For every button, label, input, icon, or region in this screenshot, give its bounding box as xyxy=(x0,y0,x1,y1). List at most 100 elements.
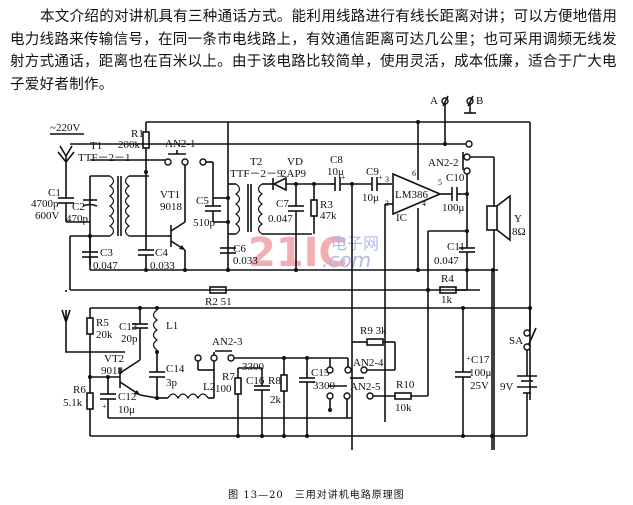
watermark-com: .com xyxy=(322,248,371,272)
switch-an2-4[interactable]: AN2-4 xyxy=(326,357,395,379)
power-switch-sa[interactable]: SA xyxy=(509,306,537,376)
r4-value: 1k xyxy=(441,294,453,306)
c13-value: 20p xyxy=(121,333,138,345)
capacitor-3300-top: 3300 xyxy=(242,361,265,373)
r4-label: R4 xyxy=(441,273,454,285)
ic-label: IC xyxy=(396,212,407,224)
l1-label: L1 xyxy=(166,320,178,332)
c8-label: C8 xyxy=(330,154,343,166)
c13-label: C13 xyxy=(119,321,138,333)
capacitor-c12: + C12 10μ xyxy=(100,377,352,419)
resistor-r2: R2 51 xyxy=(65,286,232,308)
c16-top-value: 3300 xyxy=(242,361,265,373)
vd-value: 2AP9 xyxy=(281,168,307,180)
inductor-l2: L2 xyxy=(157,352,215,400)
t2-label: T2 xyxy=(250,156,262,168)
vt1-label: VT1 xyxy=(160,189,180,201)
svg-text:+: + xyxy=(378,173,383,182)
c17-value: 100μ xyxy=(469,367,492,379)
r6-label: R6 xyxy=(73,384,86,396)
pin-3: 3 xyxy=(385,175,389,184)
r8-value: 2k xyxy=(270,394,282,406)
transistor-vt2: VT2 9018 xyxy=(88,353,158,399)
mains-label: ~220V xyxy=(50,122,80,134)
r3-label: R3 xyxy=(320,199,333,211)
c5-value: 510p xyxy=(193,217,216,229)
sa-label: SA xyxy=(509,335,523,347)
capacitor-c14: C14 3p xyxy=(149,363,185,400)
figure-caption: 图 13—20 三用对讲机电路原理图 xyxy=(228,490,405,501)
capacitor-c11: C11 0.047 xyxy=(427,229,475,290)
watermark: 21IC 电子网 .com xyxy=(248,230,379,276)
t1-value: TTF－2－1 xyxy=(78,152,131,164)
r8-label: R8 xyxy=(268,375,281,387)
capacitor-c6: C6 0.033 xyxy=(220,243,258,267)
resistor-r8: R8 2k xyxy=(268,356,288,436)
capacitor-c16: C16 xyxy=(246,368,270,436)
capacitor-c15: C15 3300 xyxy=(299,356,336,436)
switch-an2-5[interactable]: AN2-5 xyxy=(326,381,381,418)
r1-value: 200k xyxy=(118,139,141,151)
line-terminals: A B xyxy=(430,95,483,146)
vt1-value: 9018 xyxy=(160,201,183,213)
c3-label: C3 xyxy=(100,247,113,259)
c3-value: 0.047 xyxy=(93,260,118,272)
c10-label: C10 xyxy=(446,172,465,184)
r2-label: R2 51 xyxy=(205,296,232,308)
battery-9v: 9V xyxy=(500,375,537,436)
c9-label: C9 xyxy=(366,166,379,178)
capacitor-c4: C4 0.033 xyxy=(138,247,175,272)
ic-part: LM386 xyxy=(395,189,429,201)
c1-label: C1 xyxy=(48,187,61,199)
c16-label: C16 xyxy=(246,375,265,387)
resistor-r1: R1 200k xyxy=(118,121,530,250)
t2-value: TTF－2－9 xyxy=(230,168,283,180)
switch-an2-2[interactable]: AN2-2 xyxy=(428,152,495,206)
c14-label: C14 xyxy=(166,363,185,375)
c10-value: 100μ xyxy=(442,202,465,214)
r3-value: 47k xyxy=(320,210,337,222)
vd-label: VD xyxy=(287,156,303,168)
r10-label: R10 xyxy=(396,379,415,391)
c1-voltage: 600V xyxy=(35,210,60,222)
c12-label: C12 xyxy=(118,391,136,403)
r7-value: 100 xyxy=(215,383,232,395)
c6-label: C6 xyxy=(233,243,246,255)
intro-paragraph: 本文介绍的对讲机具有三种通话方式。能利用线路进行有线长距离对讲；可以方便地借用电… xyxy=(10,9,618,93)
c7-value: 0.047 xyxy=(268,213,293,225)
pin-4: 4 xyxy=(422,199,426,208)
pin-5: 5 xyxy=(438,178,442,187)
c2-value: 470p xyxy=(66,213,89,225)
c12-value: 10μ xyxy=(118,404,135,416)
terminal-b-label: B xyxy=(476,95,483,107)
r9-label: R9 3k xyxy=(360,325,387,337)
an2-3-label: AN2-3 xyxy=(212,336,243,348)
c6-value: 0.033 xyxy=(233,255,258,267)
capacitor-c3: C3 0.047 xyxy=(82,234,118,272)
c4-label: C4 xyxy=(155,247,168,259)
capacitor-c9: + C9 10μ xyxy=(362,166,392,204)
vt2-value: 9018 xyxy=(101,365,124,377)
battery-label: 9V xyxy=(500,381,514,393)
vt2-label: VT2 xyxy=(104,353,124,365)
switch-an2-1[interactable]: AN2-1 xyxy=(90,138,214,198)
capacitor-c10: C10 100μ xyxy=(442,172,469,214)
an2-5-label: AN2-5 xyxy=(350,381,381,393)
r10-value: 10k xyxy=(395,402,412,414)
r6-value: 5.1k xyxy=(63,397,83,409)
transformer-t1: T1 TTF－2－1 C2 470p xyxy=(66,140,168,265)
an2-2-label: AN2-2 xyxy=(428,157,459,169)
speaker-y: Y 8Ω xyxy=(486,194,526,450)
c17-label: C17 xyxy=(471,354,490,366)
capacitor-c5: C5 510p xyxy=(193,195,221,229)
diode-vd: VD 2AP9 xyxy=(270,156,328,192)
speaker-value: 8Ω xyxy=(512,226,526,238)
c7-label: C7 xyxy=(276,198,289,210)
c1-value: 4700p xyxy=(31,198,59,210)
c11-value: 0.047 xyxy=(434,255,459,267)
resistor-r3: R3 47k xyxy=(310,184,337,234)
an2-4-label: AN2-4 xyxy=(353,357,384,369)
inductor-l1: L1 xyxy=(152,309,178,370)
c9-value: 10μ xyxy=(362,192,379,204)
